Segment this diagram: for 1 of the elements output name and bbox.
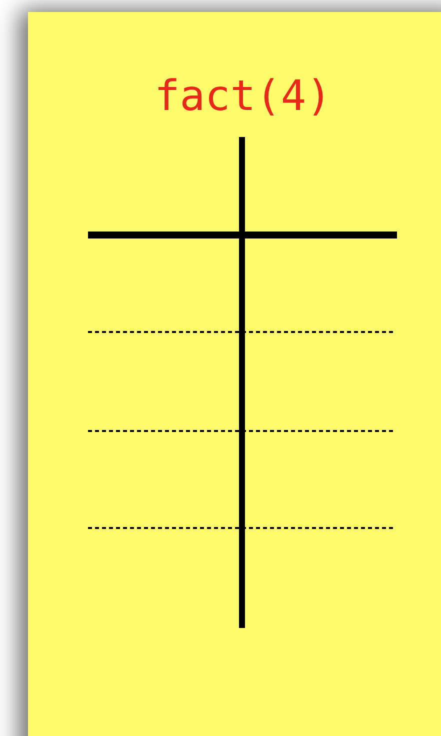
title: fact(4) [153, 70, 332, 122]
